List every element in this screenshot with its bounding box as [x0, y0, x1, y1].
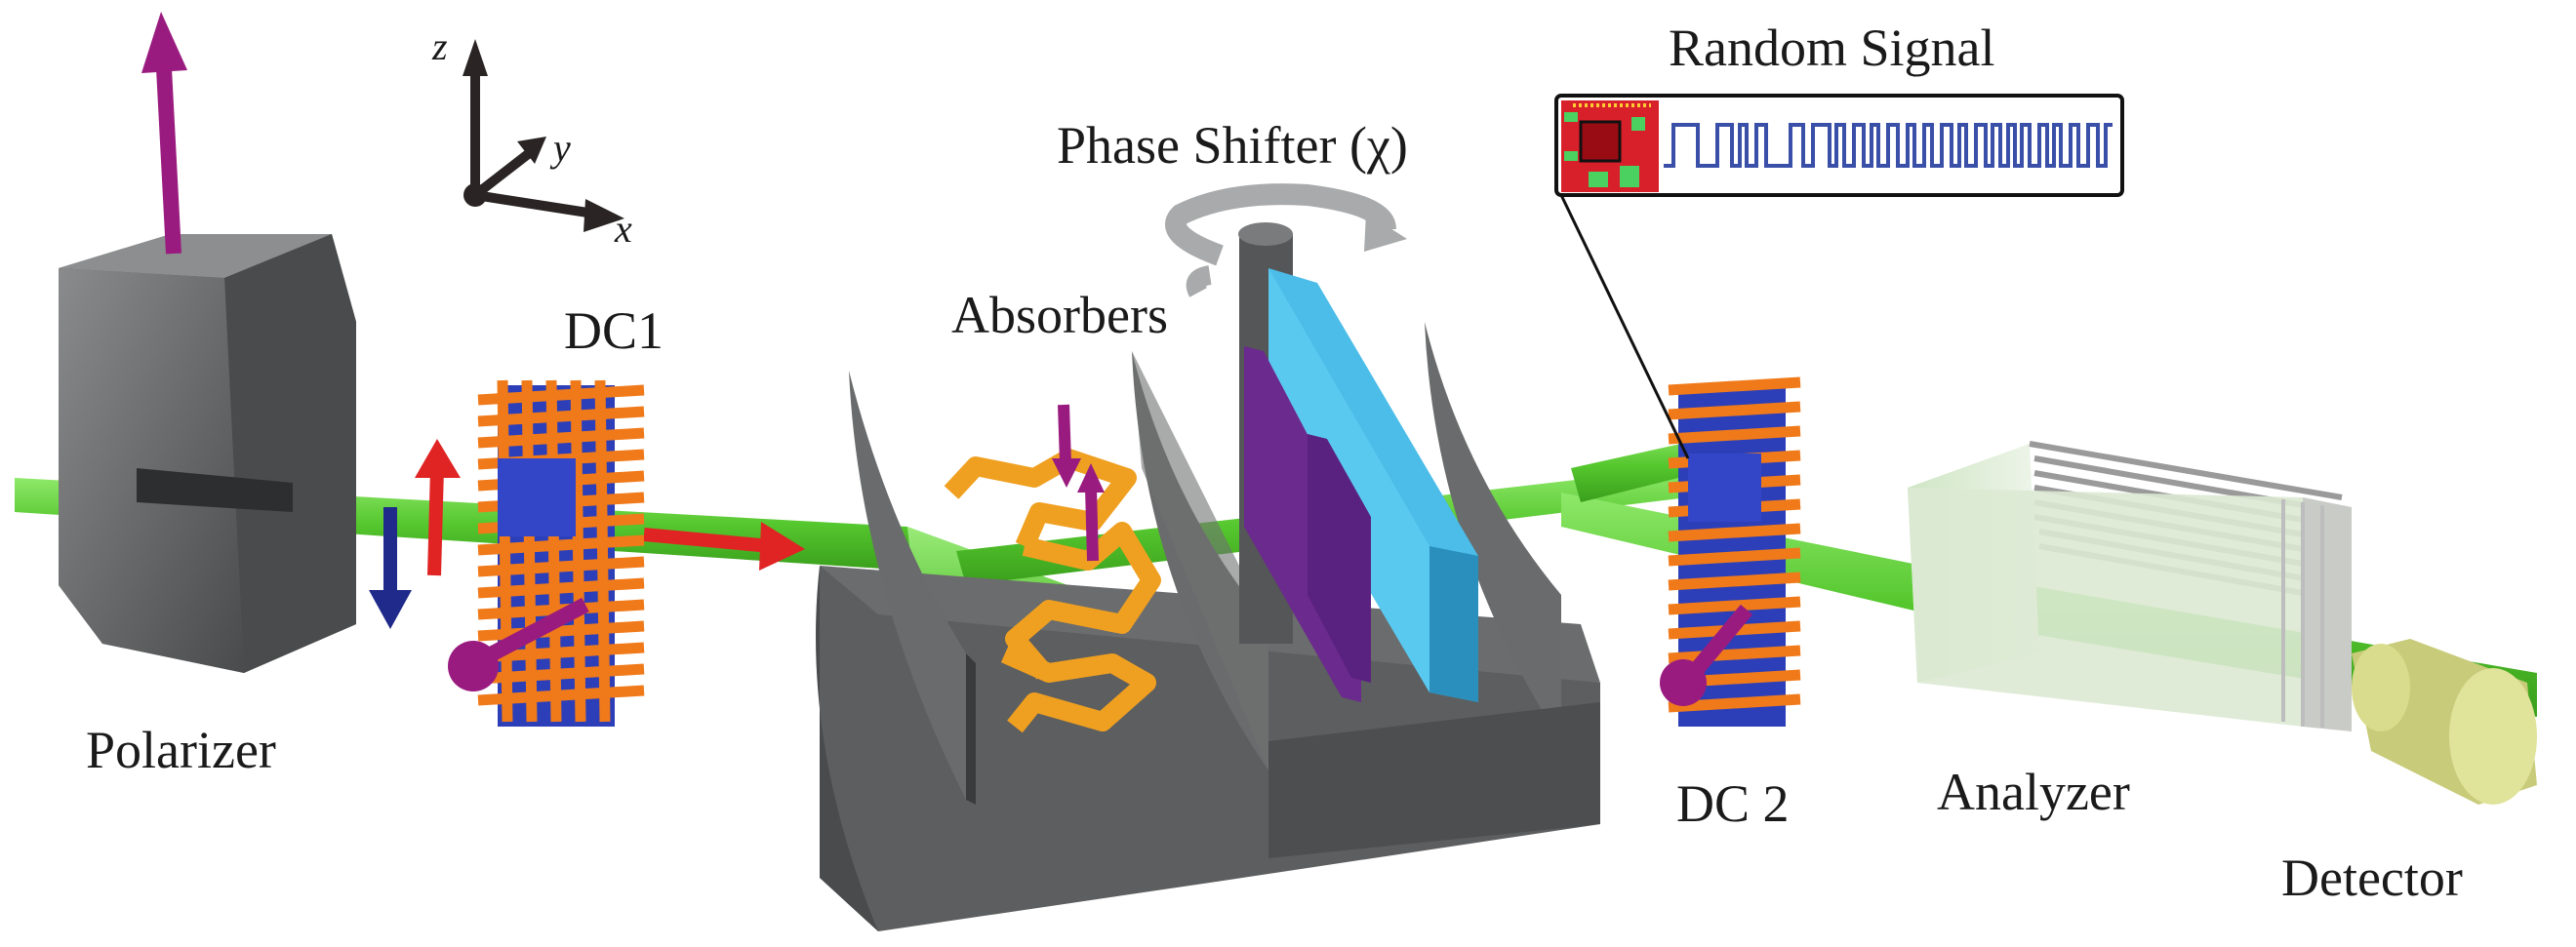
detector	[2352, 639, 2537, 805]
phase-shifter-plates	[1244, 268, 1478, 702]
spin-arrow-dc2	[1660, 604, 1753, 706]
circuit-board-icon	[1561, 100, 1659, 192]
rotation-arrow-icon	[1165, 183, 1407, 297]
random-signal-box	[1554, 94, 2124, 197]
dc1-coil	[477, 379, 645, 727]
random-signal-label: Random Signal	[1669, 19, 1995, 77]
spin-arrow-dc1	[448, 597, 589, 691]
absorber-spin-arrows	[1052, 404, 1105, 562]
polarizer-label: Polarizer	[86, 721, 276, 779]
phase-shifter-label: Phase Shifter (χ)	[1057, 116, 1408, 175]
signal-leader-line	[1559, 194, 1690, 459]
analyzer	[1908, 441, 2352, 731]
square-wave-icon	[1664, 123, 2113, 168]
axis-y-label: y	[553, 126, 571, 170]
phase-shifter-housing	[816, 254, 1600, 931]
dc1-label: DC1	[564, 301, 664, 360]
axis-x-label: x	[615, 207, 632, 251]
polarization-arrow-up	[141, 12, 187, 255]
axis-z-label: z	[432, 24, 448, 68]
detector-label: Detector	[2281, 848, 2463, 907]
absorbers-label: Absorbers	[951, 286, 1168, 344]
polarizer-block	[59, 234, 356, 673]
dc2-label: DC 2	[1676, 774, 1790, 833]
analyzer-label: Analyzer	[1937, 763, 2130, 821]
field-arrows	[369, 439, 805, 629]
coordinate-axes	[463, 39, 624, 232]
